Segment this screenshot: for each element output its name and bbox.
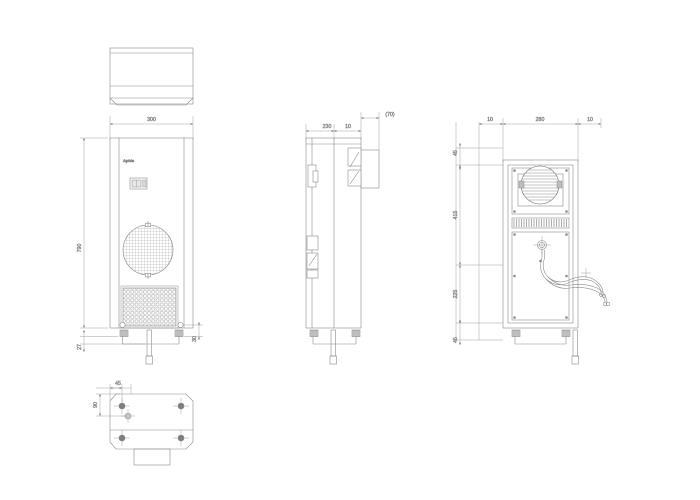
bottom-view bbox=[109, 393, 194, 466]
front-dimensions: 300 790 27 30 bbox=[77, 116, 203, 352]
dim-front-foot-right: 30 bbox=[192, 336, 198, 342]
front-view: Aphis bbox=[109, 137, 194, 365]
bottom-dimensions: 45 90 bbox=[93, 381, 132, 417]
condenser-filter-front bbox=[120, 285, 179, 329]
dim-side-bracket: (70) bbox=[385, 112, 394, 118]
dim-rear-upper: 415 bbox=[453, 211, 459, 220]
side-latch-upper bbox=[307, 164, 319, 188]
rear-fan-assembly bbox=[511, 165, 570, 215]
side-dimensions: 230 10 (70) bbox=[305, 112, 395, 150]
drain-pipe-rear bbox=[571, 329, 579, 365]
dim-rear-bottom: 45 bbox=[453, 337, 459, 343]
hose-routing bbox=[539, 250, 611, 307]
mounting-feet-front bbox=[119, 329, 184, 345]
dim-rear-right-margin: 10 bbox=[587, 117, 593, 123]
dim-front-width: 300 bbox=[147, 117, 156, 123]
drain-pipe-front bbox=[145, 329, 153, 365]
dim-bottom-hole-y: 90 bbox=[93, 402, 99, 408]
dim-front-height: 790 bbox=[77, 244, 83, 253]
rear-access-panel bbox=[511, 231, 570, 321]
drain-pipe-side bbox=[329, 329, 337, 365]
bottom-mounting-holes bbox=[114, 398, 189, 446]
dim-rear-lower: 225 bbox=[453, 290, 459, 299]
rear-cabinet-outline bbox=[502, 159, 579, 329]
control-display-panel bbox=[129, 177, 148, 190]
fan-grille-front bbox=[122, 221, 174, 279]
top-view bbox=[109, 47, 194, 106]
side-cabinet-outline bbox=[305, 137, 362, 329]
side-latch-mid bbox=[306, 235, 319, 279]
dim-bottom-hole-x: 45 bbox=[115, 381, 121, 387]
side-connector-box bbox=[347, 147, 380, 189]
dim-side-depth: 230 bbox=[323, 124, 332, 130]
rear-vent-slots bbox=[511, 217, 570, 229]
rear-dimensions: 10 280 10 45 415 225 45 bbox=[453, 117, 602, 345]
dim-side-offset: 10 bbox=[345, 124, 351, 130]
dim-front-foot-left: 27 bbox=[77, 344, 83, 350]
dim-rear-top: 45 bbox=[453, 150, 459, 156]
mounting-feet-side bbox=[309, 329, 361, 345]
brand-logo: Aphis bbox=[123, 158, 135, 163]
rear-view bbox=[502, 159, 611, 365]
side-view bbox=[305, 137, 380, 365]
mounting-feet-rear bbox=[511, 329, 571, 345]
dim-rear-left-margin: 10 bbox=[487, 117, 493, 123]
dim-rear-width: 280 bbox=[536, 117, 545, 123]
